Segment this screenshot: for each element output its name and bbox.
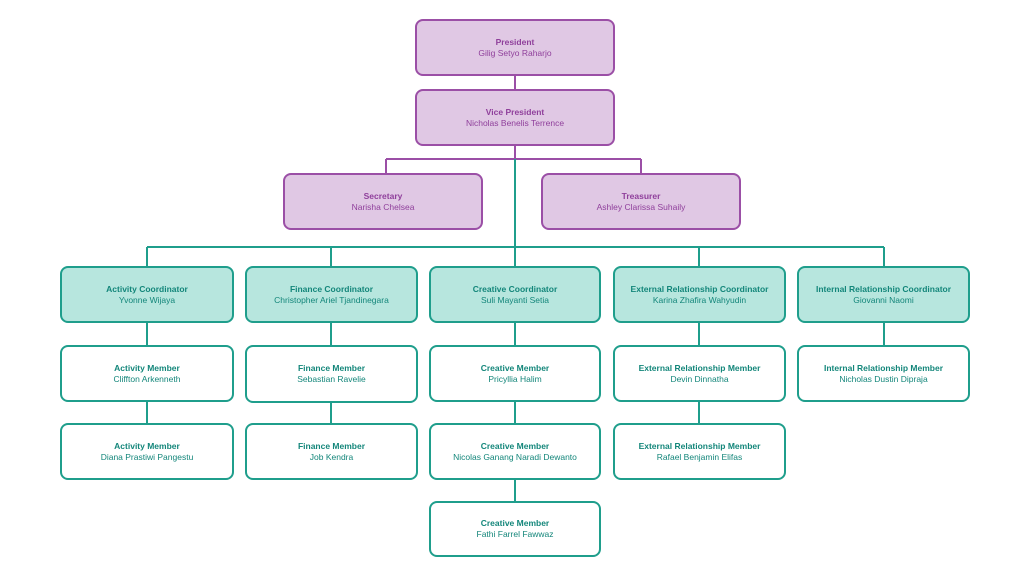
coordinator-finance-box: Finance Coordinator Christopher Ariel Tj… <box>245 266 418 323</box>
coordinator-role: Finance Coordinator <box>289 283 374 294</box>
secretary-name: Narisha Chelsea <box>351 201 415 212</box>
external-member-box: External Relationship Member Devin Dinna… <box>613 345 786 402</box>
member-role: Finance Member <box>297 440 366 451</box>
secretary-role: Secretary <box>363 190 403 201</box>
member-name: Pricyllia Halim <box>488 373 542 384</box>
finance-member-box: Finance Member Job Kendra <box>245 423 418 480</box>
vice-president-role: Vice President <box>485 106 545 117</box>
member-role: Creative Member <box>480 440 550 451</box>
coordinator-role: Creative Coordinator <box>472 283 558 294</box>
member-role: Creative Member <box>480 518 550 529</box>
treasurer-name: Ashley Clarissa Suhaily <box>596 201 686 212</box>
member-name: Cliffton Arkenneth <box>113 373 181 384</box>
coordinator-name: Giovanni Naomi <box>853 294 914 305</box>
treasurer-box: Treasurer Ashley Clarissa Suhaily <box>541 173 741 230</box>
member-role: Activity Member <box>114 440 180 451</box>
coordinator-role: External Relationship Coordinator <box>630 283 769 294</box>
member-name: Diana Prastiwi Pangestu <box>100 451 194 462</box>
member-role: Activity Member <box>114 362 180 373</box>
coordinator-name: Suli Mayanti Setia <box>480 294 550 305</box>
activity-member-box: Activity Member Cliffton Arkenneth <box>60 345 234 402</box>
coordinator-role: Activity Coordinator <box>106 283 188 294</box>
creative-member-box: Creative Member Pricyllia Halim <box>429 345 601 402</box>
vice-president-box: Vice President Nicholas Benelis Terrence <box>415 89 615 146</box>
coordinator-internal-box: Internal Relationship Coordinator Giovan… <box>797 266 970 323</box>
president-role: President <box>495 36 535 47</box>
creative-member-box: Creative Member Fathi Farrel Fawwaz <box>429 501 601 557</box>
member-role: Finance Member <box>297 363 366 374</box>
external-member-box: External Relationship Member Rafael Benj… <box>613 423 786 480</box>
member-role: External Relationship Member <box>638 362 761 373</box>
secretary-box: Secretary Narisha Chelsea <box>283 173 483 230</box>
vice-president-name: Nicholas Benelis Terrence <box>465 117 565 128</box>
activity-member-box: Activity Member Diana Prastiwi Pangestu <box>60 423 234 480</box>
finance-member-box: Finance Member Sebastian Ravelie <box>245 345 418 403</box>
coordinator-name: Christopher Ariel Tjandinegara <box>274 294 389 305</box>
member-name: Nicolas Ganang Naradi Dewanto <box>453 451 577 462</box>
coordinator-name: Karina Zhafira Wahyudin <box>652 294 747 305</box>
treasurer-role: Treasurer <box>621 190 661 201</box>
member-role: Internal Relationship Member <box>823 362 944 373</box>
coordinator-role: Internal Relationship Coordinator <box>815 283 952 294</box>
member-name: Nicholas Dustin Dipraja <box>839 373 928 384</box>
coordinator-creative-box: Creative Coordinator Suli Mayanti Setia <box>429 266 601 323</box>
member-name: Job Kendra <box>309 451 354 462</box>
member-name: Fathi Farrel Fawwaz <box>476 529 554 539</box>
member-role: External Relationship Member <box>638 440 761 451</box>
coordinator-external-box: External Relationship Coordinator Karina… <box>613 266 786 323</box>
coordinator-activity-box: Activity Coordinator Yvonne Wijaya <box>60 266 234 323</box>
member-name: Sebastian Ravelie <box>297 374 366 384</box>
creative-member-box: Creative Member Nicolas Ganang Naradi De… <box>429 423 601 480</box>
coordinator-name: Yvonne Wijaya <box>118 294 176 305</box>
internal-member-box: Internal Relationship Member Nicholas Du… <box>797 345 970 402</box>
member-name: Devin Dinnatha <box>670 373 729 384</box>
president-box: President Gilig Setyo Raharjo <box>415 19 615 76</box>
member-name: Rafael Benjamin Elifas <box>656 451 743 462</box>
president-name: Gilig Setyo Raharjo <box>478 47 552 58</box>
member-role: Creative Member <box>480 362 550 373</box>
